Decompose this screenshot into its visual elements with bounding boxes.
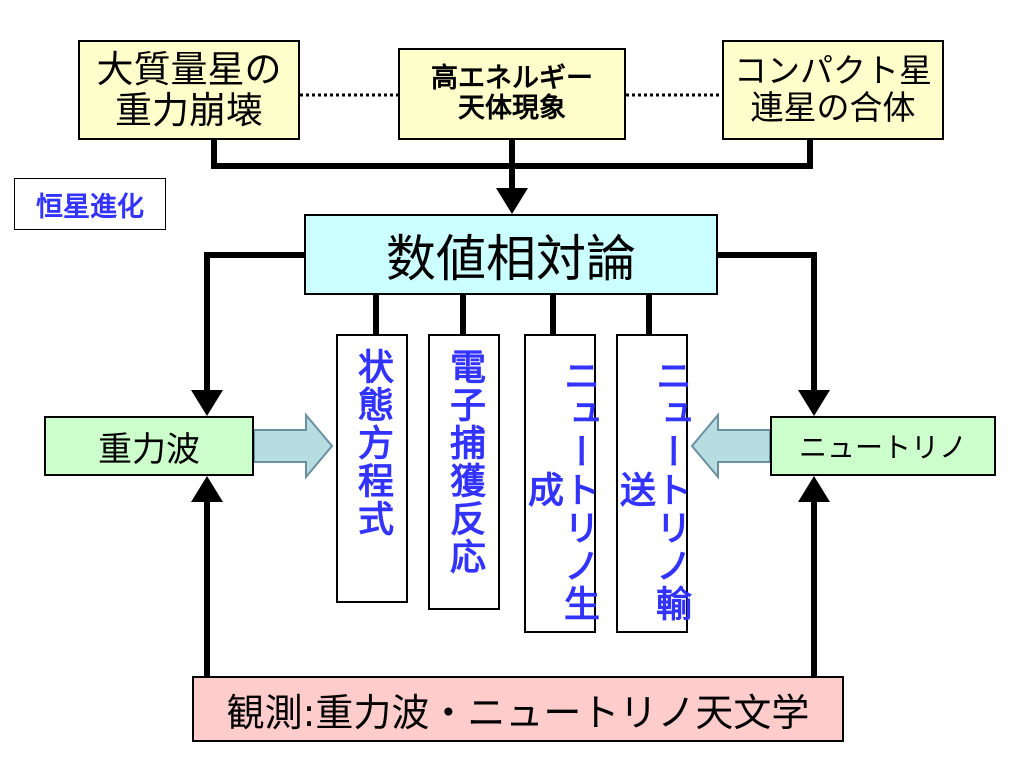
top-left-line-1: 大質量星の [96, 47, 282, 91]
top-center-line-1: 高エネルギー [431, 62, 593, 94]
vertical-box-1-text: 状態方程式 [352, 348, 393, 538]
left-box-label: 重力波 [98, 429, 200, 470]
arrowhead-to-left-box [191, 390, 223, 416]
top-center-line-2: 天体現象 [458, 93, 566, 124]
vertical-box-1: 状態方程式 [336, 334, 408, 603]
top-right-box: コンパクト星 連星の合体 [722, 40, 944, 140]
right-box: ニュートリノ [770, 416, 996, 476]
top-left-line-2: 重力崩壊 [115, 89, 263, 132]
vertical-box-3: ニュートリノ生成 [522, 334, 599, 633]
side-label-box: 恒星進化 [14, 178, 166, 230]
left-box: 重力波 [44, 416, 254, 476]
top-right-line-2: 連星の合体 [750, 88, 916, 127]
top-left-box: 大質量星の 重力崩壊 [78, 40, 300, 140]
center-title-box: 数値相対論 [304, 214, 718, 295]
arrowhead-to-center [496, 188, 528, 214]
vertical-box-4: ニュートリノ輸送 [614, 334, 691, 633]
bottom-box-label: 観測:重力波・ニュートリノ天文学 [226, 690, 810, 735]
center-to-left-line [204, 252, 304, 392]
side-label: 恒星進化 [36, 191, 144, 223]
center-to-right-line [718, 252, 817, 392]
center-title: 数値相対論 [386, 229, 636, 288]
vertical-box-2-text: 電子捕獲反応 [444, 348, 485, 576]
vertical-box-3-text: ニュートリノ生成 [522, 356, 599, 623]
bottom-box: 観測:重力波・ニュートリノ天文学 [192, 676, 844, 742]
top-right-line-1: コンパクト星 [734, 51, 932, 91]
arrowhead-up-left [191, 476, 223, 502]
arrowhead-up-right [798, 476, 830, 502]
vertical-box-2: 電子捕獲反応 [428, 334, 500, 610]
arrowhead-to-right-box [798, 390, 830, 416]
vertical-box-4-text: ニュートリノ輸送 [614, 356, 691, 623]
block-arrow-right [253, 412, 334, 480]
top-center-box: 高エネルギー 天体現象 [398, 48, 626, 140]
block-arrow-left [690, 412, 771, 480]
right-box-label: ニュートリノ [798, 431, 967, 464]
